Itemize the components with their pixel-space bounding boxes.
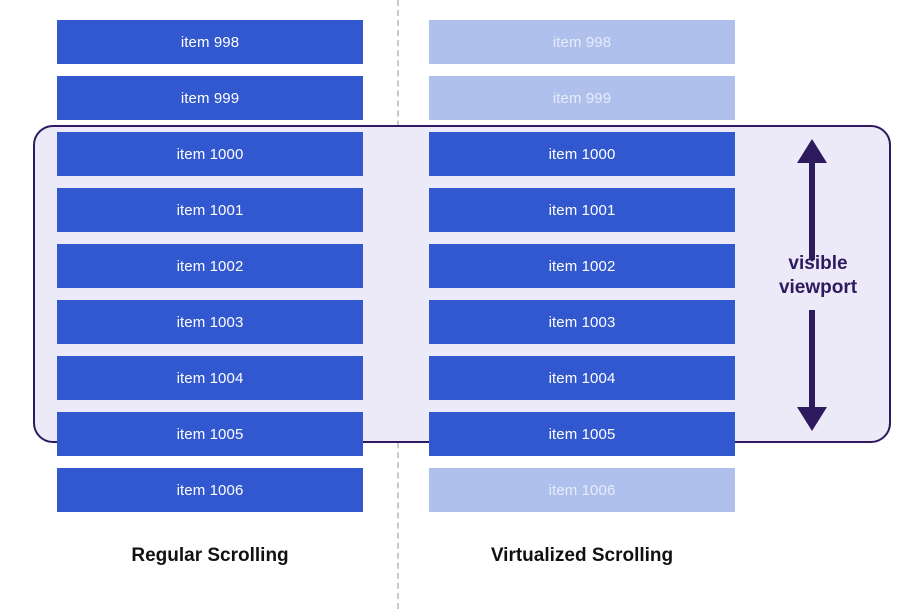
list-item-label: item 1004 xyxy=(548,369,616,387)
list-item-label: item 999 xyxy=(180,89,240,107)
list-item: item 1005 xyxy=(429,412,735,456)
list-item: item 999 xyxy=(429,76,735,120)
list-item: item 1006 xyxy=(429,468,735,512)
list-item: item 1001 xyxy=(429,188,735,232)
list-item: item 1004 xyxy=(429,356,735,400)
column-caption-virtualized: Virtualized Scrolling xyxy=(490,545,674,566)
list-item: item 1001 xyxy=(57,188,363,232)
list-item-label: item 999 xyxy=(552,89,612,107)
list-item: item 1004 xyxy=(57,356,363,400)
viewport-label: visible viewport xyxy=(745,252,891,300)
list-item-label: item 1001 xyxy=(548,201,616,219)
list-item: item 1000 xyxy=(429,132,735,176)
list-item-label: item 1002 xyxy=(176,257,244,275)
list-item-label: item 1003 xyxy=(176,313,244,331)
list-item-label: item 1000 xyxy=(548,145,616,163)
list-item: item 1003 xyxy=(57,300,363,344)
list-item-label: item 1006 xyxy=(176,481,244,499)
list-item: item 1003 xyxy=(429,300,735,344)
list-item-label: item 1006 xyxy=(548,481,616,499)
list-item: item 1002 xyxy=(57,244,363,288)
list-item-label: item 1001 xyxy=(176,201,244,219)
list-item-label: item 1005 xyxy=(548,425,616,443)
list-item-label: item 1004 xyxy=(176,369,244,387)
list-item: item 1000 xyxy=(57,132,363,176)
list-item: item 1005 xyxy=(57,412,363,456)
list-item-label: item 998 xyxy=(180,33,240,51)
list-item-label: item 1000 xyxy=(176,145,244,163)
viewport-label-line2: viewport xyxy=(778,276,858,298)
list-item: item 998 xyxy=(57,20,363,64)
list-item: item 998 xyxy=(429,20,735,64)
column-caption-regular: Regular Scrolling xyxy=(131,545,289,566)
list-item-label: item 1005 xyxy=(176,425,244,443)
list-item-label: item 1003 xyxy=(548,313,616,331)
viewport-label-line1: visible xyxy=(788,253,848,274)
list-item: item 999 xyxy=(57,76,363,120)
list-item: item 1006 xyxy=(57,468,363,512)
list-item: item 1002 xyxy=(429,244,735,288)
list-item-label: item 998 xyxy=(552,33,612,51)
list-item-label: item 1002 xyxy=(548,257,616,275)
